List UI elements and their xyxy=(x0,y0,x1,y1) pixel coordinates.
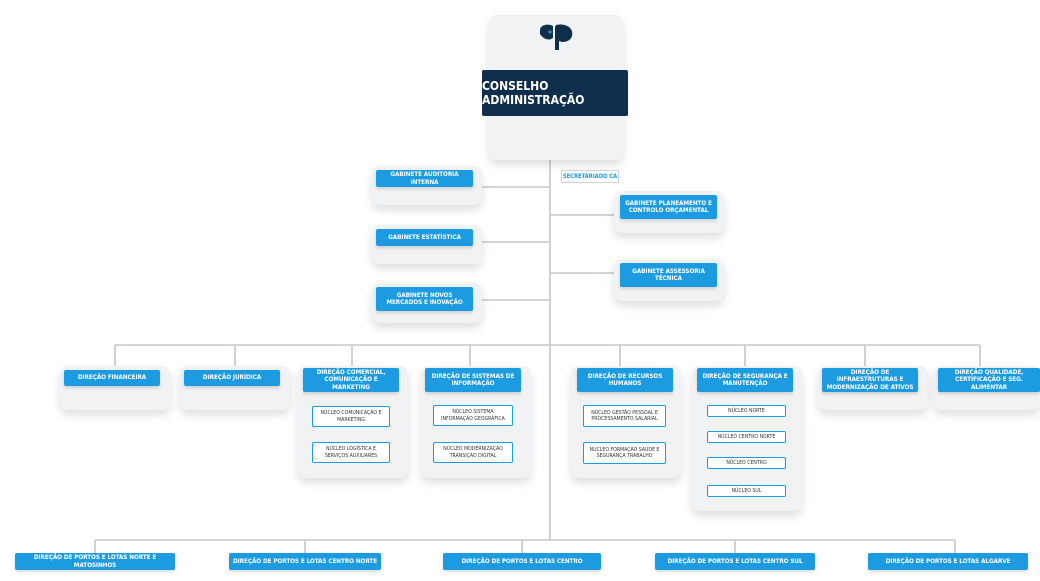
office-button-planeamento[interactable]: GABINETE PLANEAMENTO E CONTROLO ORÇAMENT… xyxy=(620,195,717,219)
secretariat-box[interactable]: SECRETARIADO CA xyxy=(561,170,619,183)
apdl-logo-icon xyxy=(540,24,573,50)
directorate-button-infraestruturas[interactable]: DIREÇÃO DE INFRAESTRUTURAS E MODERNIZAÇÃ… xyxy=(822,368,918,392)
directorate-button-financeira[interactable]: DIREÇÃO FINANCEIRA xyxy=(64,370,160,386)
unit-box[interactable]: NÚCLEO MODERNIZAÇÃO TRANSIÇÃO DIGITAL xyxy=(433,442,513,463)
office-button-estatistica[interactable]: GABINETE ESTATÍSTICA xyxy=(376,229,473,246)
port-directorate-button-centro[interactable]: DIREÇÃO DE PORTOS E LOTAS CENTRO xyxy=(443,553,601,570)
directorate-button-comercial[interactable]: DIREÇÃO COMERCIAL, COMUNICAÇÃO E MARKETI… xyxy=(303,368,399,392)
board-title[interactable]: CONSELHO ADMINISTRAÇÃO xyxy=(482,70,628,116)
port-directorate-button-centro-sul[interactable]: DIREÇÃO DE PORTOS E LOTAS CENTRO SUL xyxy=(655,553,815,570)
office-button-auditoria[interactable]: GABINETE AUDITORIA INTERNA xyxy=(376,170,473,187)
directorate-button-juridica[interactable]: DIREÇÃO JURÍDICA xyxy=(184,370,280,386)
unit-box[interactable]: NÚCLEO FORMAÇÃO SAÚDE E SEGURANÇA TRABAL… xyxy=(583,442,666,464)
port-directorate-button-norte[interactable]: DIREÇÃO DE PORTOS E LOTAS NORTE E MATOSI… xyxy=(15,553,175,570)
directorate-button-seguranca[interactable]: DIREÇÃO DE SEGURANÇA E MANUTENÇÃO xyxy=(697,368,793,392)
port-directorate-button-centro-norte[interactable]: DIREÇÃO DE PORTOS E LOTAS CENTRO NORTE xyxy=(229,553,381,570)
unit-box[interactable]: NÚCLEO CENTRO xyxy=(707,457,786,469)
unit-box[interactable]: NÚCLEO CENTRO NORTE xyxy=(707,431,786,443)
unit-box[interactable]: NÚCLEO SISTEMA INFORMAÇÃO GEOGRÁFICA xyxy=(433,405,513,426)
unit-box[interactable]: NÚCLEO SUL xyxy=(707,485,786,497)
port-directorate-button-algarve[interactable]: DIREÇÃO DE PORTOS E LOTAS ALGARVE xyxy=(868,553,1028,570)
unit-box[interactable]: NÚCLEO NORTE xyxy=(707,405,786,417)
unit-box[interactable]: NÚCLEO GESTÃO PESSOAL E PROCESSAMENTO SA… xyxy=(583,405,666,427)
directorate-button-sistemas[interactable]: DIREÇÃO DE SISTEMAS DE INFORMAÇÃO xyxy=(425,368,521,392)
office-button-assessoria[interactable]: GABINETE ASSESSORIA TÉCNICA xyxy=(620,263,717,287)
unit-box[interactable]: NÚCLEO COMUNICAÇÃO E MARKETING xyxy=(312,406,390,427)
unit-box[interactable]: NÚCLEO LOGÍSTICA E SERVIÇOS AUXILIARES xyxy=(312,442,390,463)
directorate-button-qualidade[interactable]: DIREÇÃO QUALIDADE, CERTIFICAÇÃO E SEG. A… xyxy=(938,368,1040,392)
directorate-button-recursos-humanos[interactable]: DIREÇÃO DE RECURSOS HUMANOS xyxy=(577,368,673,392)
office-button-novos-mercados[interactable]: GABINETE NOVOS MERCADOS E INOVAÇÃO xyxy=(376,287,473,311)
